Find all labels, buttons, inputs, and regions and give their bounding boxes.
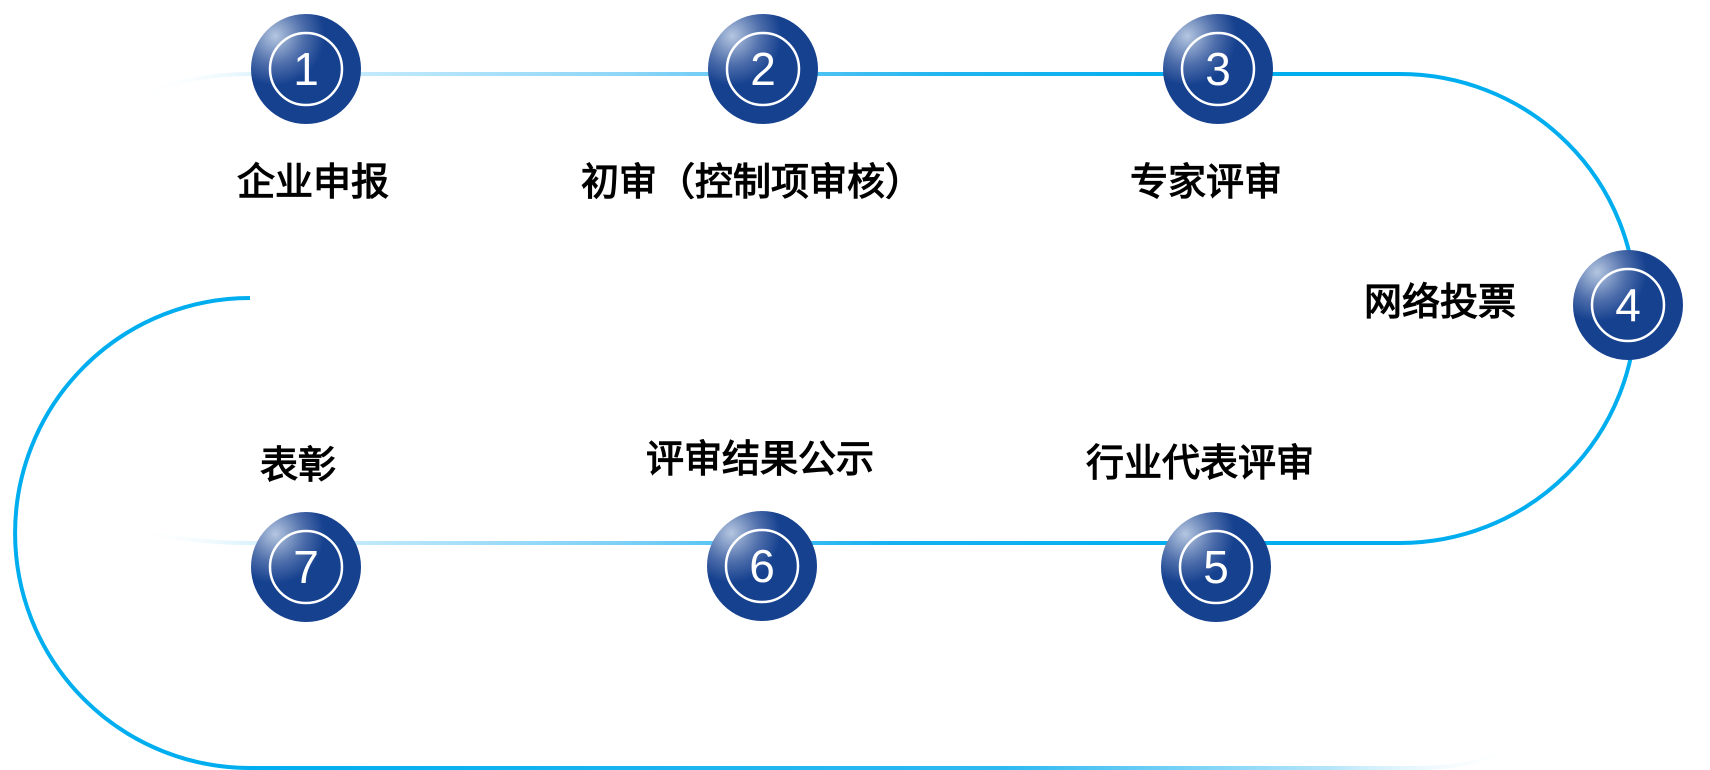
step-number: 6 — [749, 540, 775, 592]
step-node-disc — [1163, 14, 1273, 124]
step-label-6: 评审结果公示 — [645, 437, 875, 481]
step-label-1: 企业申报 — [236, 160, 390, 204]
step-node-6: 6 — [707, 511, 817, 621]
step-node-disc — [1161, 512, 1271, 622]
step-node-5: 5 — [1161, 512, 1271, 622]
step-label-2: 初审（控制项审核） — [580, 160, 924, 204]
step-node-7: 7 — [251, 512, 361, 622]
step-label-5: 行业代表评审 — [1085, 441, 1315, 485]
step-label-4: 网络投票 — [1363, 280, 1517, 324]
track-row2 — [134, 528, 1216, 545]
step-node-ring — [1590, 267, 1666, 343]
step-node-4: 4 — [1573, 250, 1683, 360]
step-node-disc — [707, 511, 817, 621]
track-top-fade — [139, 72, 1210, 98]
track-right-arc-bottom — [1216, 307, 1638, 545]
step-number: 2 — [750, 43, 776, 95]
step-label-7: 表彰 — [259, 443, 337, 487]
step-node-disc — [251, 14, 361, 124]
step-node-1: 1 — [251, 14, 361, 124]
track-left-arc — [13, 296, 251, 770]
step-node-disc — [708, 14, 818, 124]
step-node-ring — [1180, 31, 1256, 107]
step-node-ring — [724, 528, 800, 604]
step-number: 1 — [293, 43, 319, 95]
step-label-3: 专家评审 — [1129, 160, 1283, 204]
step-node-ring — [725, 31, 801, 107]
step-number: 4 — [1615, 279, 1641, 331]
step-node-ring — [1178, 529, 1254, 605]
step-node-disc — [1573, 250, 1683, 360]
step-node-3: 3 — [1163, 14, 1273, 124]
step-node-ring — [268, 529, 344, 605]
step-number: 5 — [1203, 541, 1229, 593]
step-number: 7 — [293, 541, 319, 593]
step-number: 3 — [1205, 43, 1231, 95]
step-node-2: 2 — [708, 14, 818, 124]
track-bottom-fade — [250, 740, 1522, 770]
step-node-ring — [268, 31, 344, 107]
step-node-disc — [251, 512, 361, 622]
